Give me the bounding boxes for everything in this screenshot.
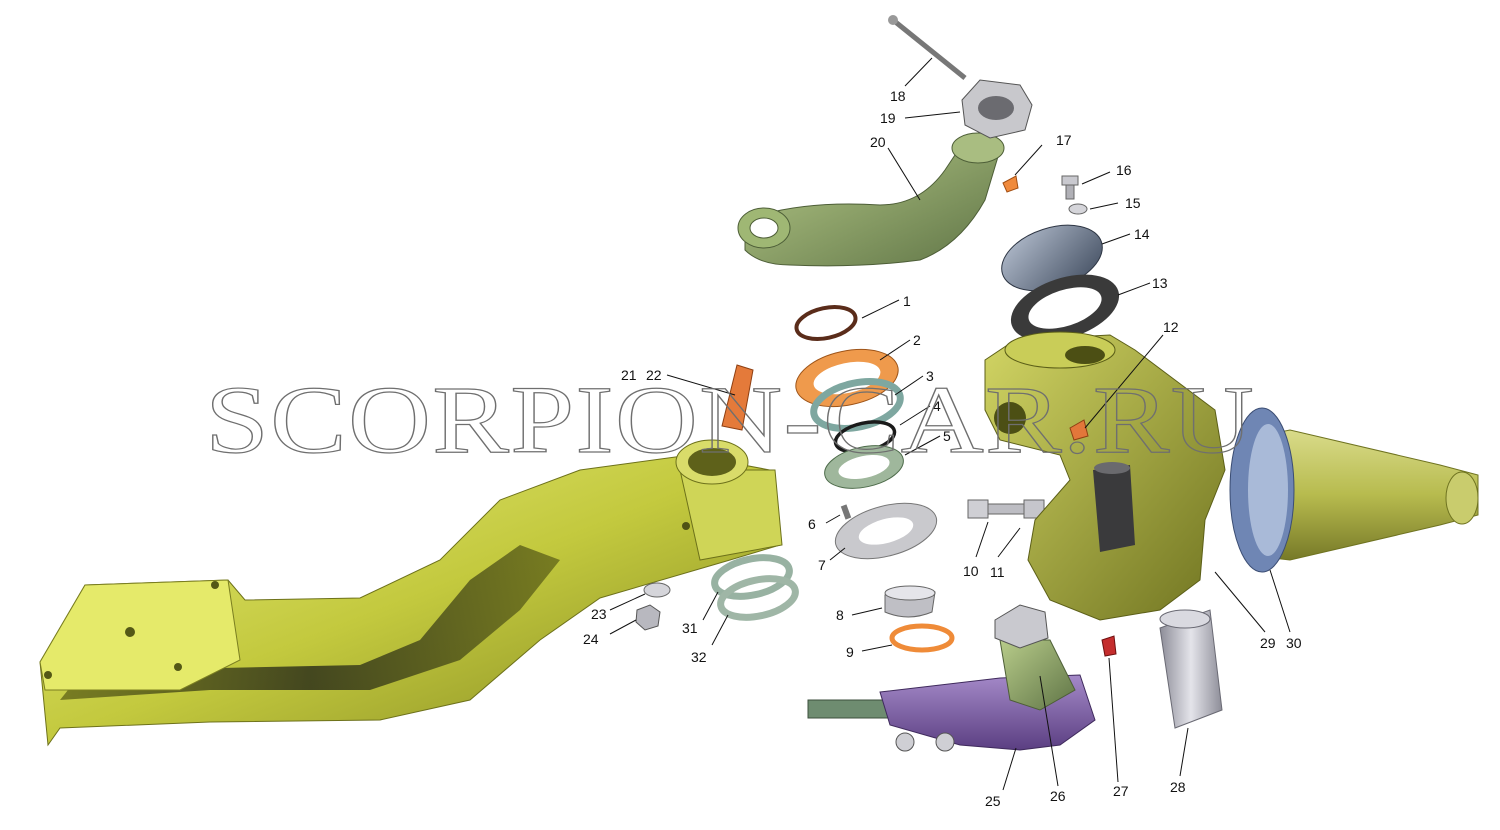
callout-25: 25	[985, 793, 1001, 809]
callout-12: 12	[1163, 319, 1179, 335]
lower-arm	[39, 439, 783, 747]
callout-16: 16	[1116, 162, 1132, 178]
callout-5: 5	[943, 428, 951, 444]
castle-nut-19	[961, 79, 1033, 139]
dust-shield-29-30	[1229, 407, 1295, 573]
gasket-13	[1010, 274, 1120, 342]
callout-19: 19	[880, 110, 896, 126]
cotter-pin-18	[888, 15, 967, 80]
ring-2	[795, 348, 899, 408]
king-pin-21-22	[721, 364, 754, 431]
bolt-16	[1061, 175, 1079, 200]
leader-lines	[609, 57, 1291, 791]
callout-7: 7	[818, 557, 826, 573]
callout-26: 26	[1050, 788, 1066, 804]
bushing-8	[884, 585, 936, 618]
grease-fitting-27	[1101, 635, 1117, 657]
washer-23	[643, 582, 671, 598]
tie-rod	[807, 604, 1096, 752]
ring-5	[824, 445, 904, 489]
callout-14: 14	[1134, 226, 1150, 242]
callout-32: 32	[691, 649, 707, 665]
callout-8: 8	[836, 607, 844, 623]
callout-31: 31	[682, 620, 698, 636]
callout-28: 28	[1170, 779, 1186, 795]
ring-32	[717, 575, 799, 621]
spindle	[1239, 429, 1479, 561]
callout-3: 3	[926, 368, 934, 384]
callout-23: 23	[591, 606, 607, 622]
grease-fitting-17	[1002, 175, 1019, 193]
seal-3	[810, 378, 904, 432]
pin-6	[840, 504, 852, 520]
callout-20: 20	[870, 134, 886, 150]
callout-2: 2	[913, 332, 921, 348]
callout-27: 27	[1113, 783, 1129, 799]
nut-24	[635, 604, 661, 631]
watermark: SCORPION-CAR.RU	[205, 366, 1255, 473]
callout-22: 22	[646, 367, 662, 383]
thrust-washer-7	[834, 502, 938, 560]
washer-15	[1068, 203, 1088, 215]
callout-6: 6	[808, 516, 816, 532]
callout-29: 29	[1260, 635, 1276, 651]
ring-9	[889, 623, 955, 653]
callout-4: 4	[933, 398, 941, 414]
bolt-10	[967, 499, 1025, 519]
callout-1: 1	[903, 293, 911, 309]
grease-fitting-12	[1069, 419, 1089, 441]
callout-13: 13	[1152, 275, 1168, 291]
ring-31	[711, 554, 793, 600]
callout-30: 30	[1286, 635, 1302, 651]
callout-10: 10	[963, 563, 979, 579]
o-ring-1	[794, 305, 858, 341]
callout-18: 18	[890, 88, 906, 104]
callout-17: 17	[1056, 132, 1072, 148]
callout-11: 11	[990, 564, 1005, 580]
callout-9: 9	[846, 644, 854, 660]
callout-15: 15	[1125, 195, 1141, 211]
callout-21: 21	[621, 367, 637, 383]
pitman-arm	[737, 132, 1005, 267]
callout-labels: 1 2 3 4 5 6 7 8 9 10 11 12 13 14 15 16 1…	[583, 88, 1302, 809]
callout-24: 24	[583, 631, 599, 647]
steering-knuckle	[984, 331, 1226, 621]
